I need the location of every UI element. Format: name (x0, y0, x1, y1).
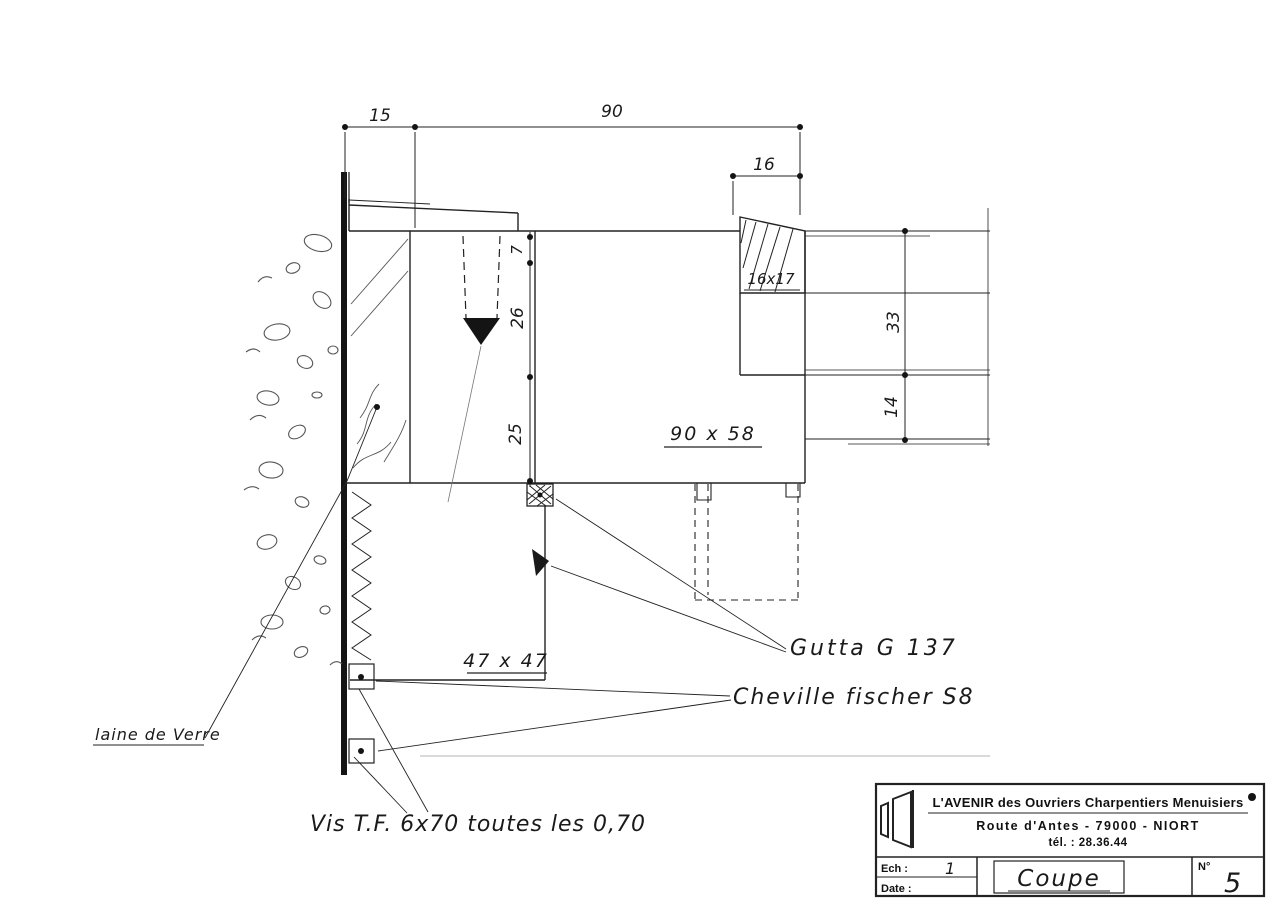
company-address: Route d'Antes - 79000 - NIORT (976, 819, 1200, 833)
insulation-squiggles (350, 238, 409, 469)
dim-16: 16 (753, 155, 775, 175)
gutta-block-hatched (526, 483, 554, 507)
label-47x47: 47 x 47 (463, 650, 549, 672)
company-logo-icon (880, 790, 914, 849)
drawing-title: Coupe (1017, 866, 1100, 892)
hidden-outline-dashed (694, 484, 799, 601)
label-16x17: 16x17 (747, 270, 795, 288)
scale-value: 1 (945, 859, 955, 878)
dim-25: 25 (506, 423, 526, 445)
number-value: 5 (1224, 868, 1241, 899)
registration-dot (1248, 793, 1256, 801)
dimension-lines (342, 124, 908, 487)
date-label: Date : (881, 883, 912, 895)
dim-15: 15 (369, 106, 391, 126)
scale-label: Ech : (881, 863, 908, 875)
company-phone: tél. : 28.36.44 (1048, 837, 1127, 849)
annotation-labels: Gutta G 137 Cheville fischer S8 laine de… (95, 636, 975, 837)
number-label: N° (1198, 861, 1210, 873)
annotation-laine: laine de Verre (95, 725, 221, 744)
leader-lines (93, 404, 787, 814)
company-name: L'AVENIR des Ouvriers Charpentiers Menui… (932, 795, 1243, 810)
drawing-title-box (993, 860, 1125, 894)
cladding-boards-lines (740, 208, 990, 446)
dim-33: 33 (884, 311, 904, 333)
screw-anchor-blocks (348, 663, 375, 764)
title-block-border (874, 782, 1266, 898)
dim-7: 7 (508, 245, 526, 255)
dim-90: 90 (601, 102, 623, 122)
dimension-labels: 15 90 16 7 26 25 33 14 (369, 102, 904, 445)
part-labels: 16x17 90 x 58 47 x 47 (463, 270, 800, 674)
annotation-cheville: Cheville fischer S8 (733, 685, 975, 710)
title-block: L'AVENIR des Ouvriers Charpentiers Menui… (874, 782, 1266, 899)
dim-26: 26 (508, 307, 528, 329)
label-90x58: 90 x 58 (670, 423, 756, 445)
annotation-gutta: Gutta G 137 (790, 636, 958, 661)
screw-tip (463, 318, 500, 345)
annotation-vis: Vis T.F. 6x70 toutes les 0,70 (310, 812, 646, 837)
dim-14: 14 (882, 396, 902, 418)
wall-face-thick-line (341, 172, 350, 775)
wall-stone-hatching (243, 233, 343, 666)
glass-wool-zigzag (351, 491, 372, 661)
screw-dashed-lines (447, 235, 501, 503)
seal-wedge (532, 549, 549, 576)
